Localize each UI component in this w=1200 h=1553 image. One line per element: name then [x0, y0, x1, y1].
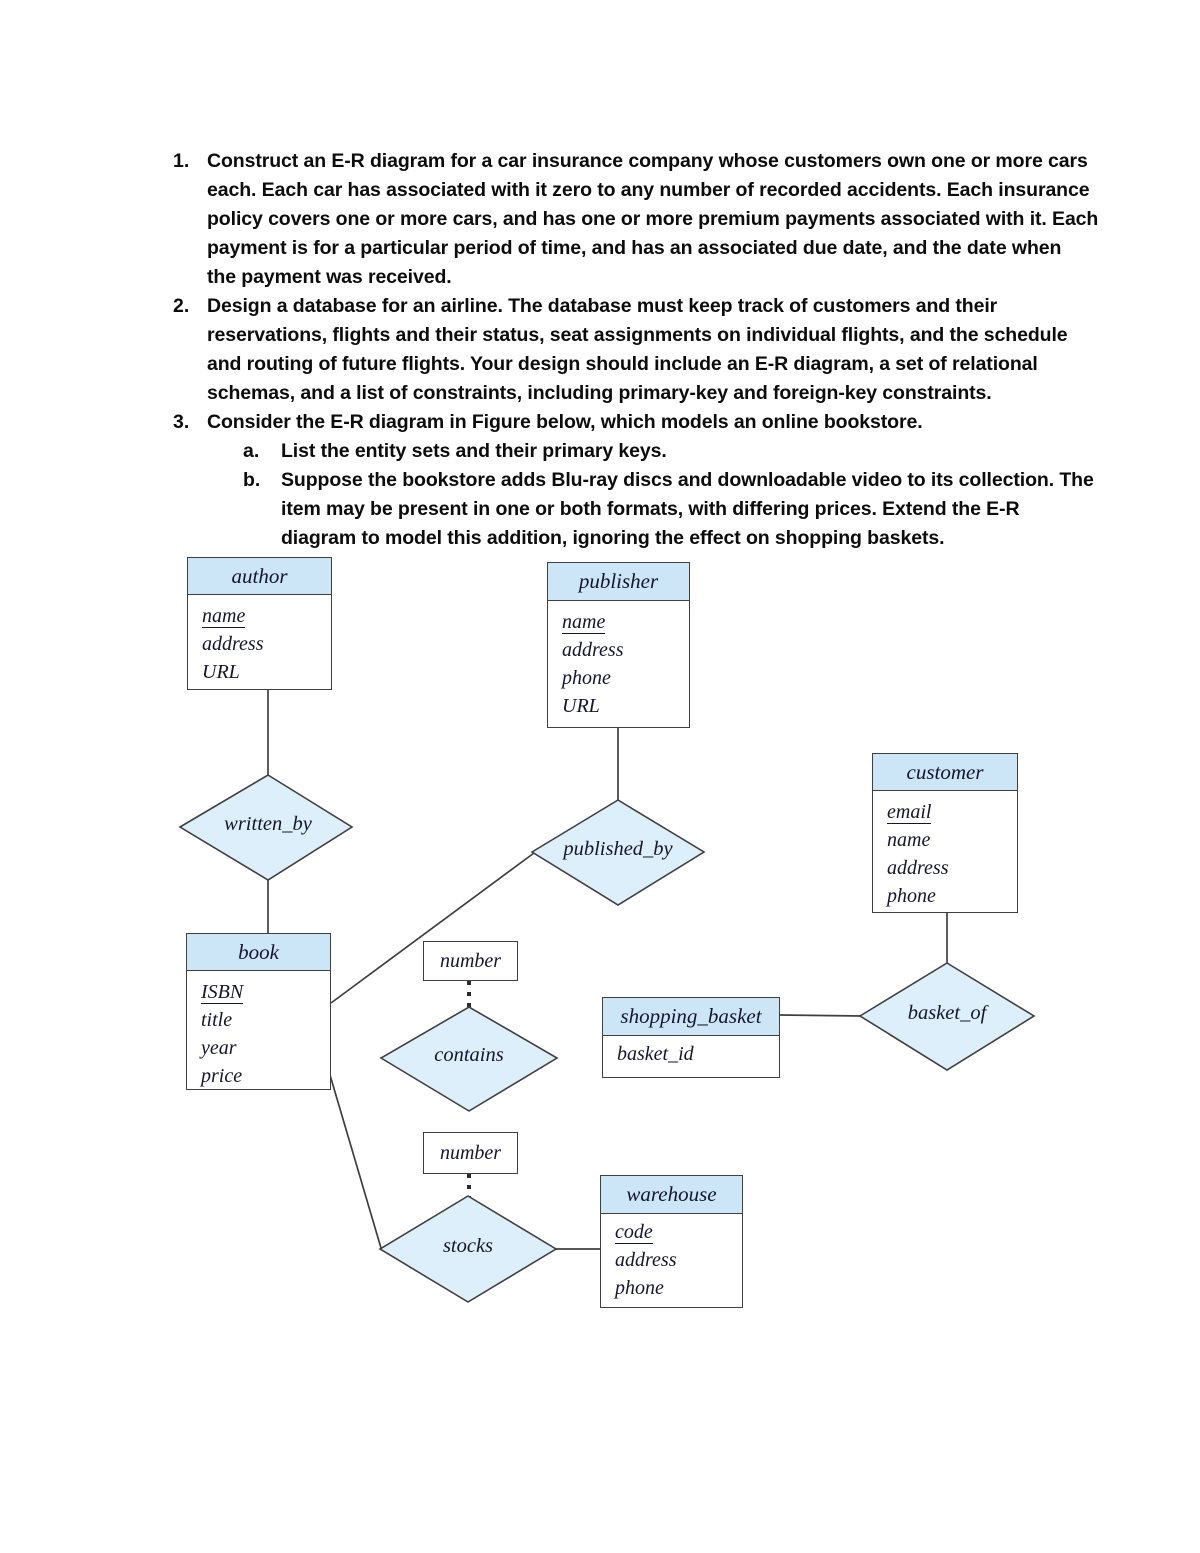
- question-3a-letter: a.: [243, 440, 260, 462]
- question-3-number: 3.: [173, 411, 190, 433]
- relationship-written_by-label: written_by: [224, 813, 312, 835]
- question-list: 1. Construct an E-R diagram for a car in…: [173, 147, 1103, 553]
- relationship-contains-label: contains: [434, 1044, 504, 1066]
- attribute-author-url: URL: [202, 661, 240, 683]
- line-book-stocks: [329, 1074, 382, 1249]
- attribute-warehouse-phone: phone: [615, 1277, 664, 1299]
- entity-author-attributes: name address URL: [188, 595, 331, 686]
- attribute-author-address: address: [202, 633, 264, 655]
- relationship-published_by-label: published_by: [563, 838, 673, 860]
- entity-author-title: author: [188, 558, 331, 595]
- attribute-warehouse-code: code: [615, 1221, 653, 1244]
- entity-author: author name address URL: [187, 557, 332, 690]
- question-2-text: Design a database for an airline. The da…: [207, 295, 1068, 404]
- entity-publisher-attributes: name address phone URL: [548, 601, 689, 720]
- relationship-basket_of-label: basket_of: [907, 1002, 987, 1024]
- attribute-book-price: price: [201, 1065, 243, 1087]
- attribute-book-isbn: ISBN: [201, 981, 244, 1004]
- attribute-customer-name: name: [887, 829, 931, 851]
- attribute-customer-phone: phone: [887, 885, 936, 907]
- entity-shopping-basket-attributes: basket_id: [603, 1036, 779, 1068]
- entity-customer-attributes: email name address phone: [873, 791, 1017, 910]
- question-3b: b. Suppose the bookstore adds Blu-ray di…: [243, 466, 1103, 553]
- entity-customer: customer email name address phone: [872, 753, 1018, 913]
- question-3b-letter: b.: [243, 469, 261, 491]
- entity-shopping-basket: shopping_basket basket_id: [602, 997, 780, 1078]
- question-3b-text: Suppose the bookstore adds Blu-ray discs…: [281, 469, 1094, 549]
- entity-book-title: book: [187, 934, 330, 971]
- question-3a-text: List the entity sets and their primary k…: [281, 440, 667, 462]
- question-2-number: 2.: [173, 295, 190, 317]
- question-3a: a. List the entity sets and their primar…: [243, 437, 1103, 466]
- entity-book-attributes: ISBN title year price: [187, 971, 330, 1090]
- entity-publisher: publisher name address phone URL: [547, 562, 690, 728]
- entity-shopping-basket-title: shopping_basket: [603, 998, 779, 1036]
- attribute-book-title: title: [201, 1009, 233, 1031]
- relationship-stocks-label: stocks: [442, 1235, 494, 1257]
- entity-warehouse: warehouse code address phone: [600, 1175, 743, 1308]
- attribute-author-name: name: [202, 605, 246, 628]
- attribute-box-number-contains: number: [423, 941, 518, 981]
- attribute-warehouse-address: address: [615, 1249, 677, 1271]
- attribute-publisher-url: URL: [562, 695, 600, 717]
- question-1-number: 1.: [173, 150, 190, 172]
- question-3-text: Consider the E-R diagram in Figure below…: [207, 411, 923, 433]
- question-3: 3. Consider the E-R diagram in Figure be…: [173, 408, 1103, 437]
- entity-book: book ISBN title year price: [186, 933, 331, 1090]
- entity-warehouse-attributes: code address phone: [601, 1214, 742, 1302]
- attribute-customer-email: email: [887, 801, 932, 824]
- attribute-box-number-stocks: number: [423, 1132, 518, 1174]
- attribute-basket-id: basket_id: [617, 1043, 694, 1065]
- attribute-publisher-name: name: [562, 611, 606, 634]
- entity-publisher-title: publisher: [548, 563, 689, 601]
- entity-customer-title: customer: [873, 754, 1017, 791]
- attribute-publisher-phone: phone: [562, 667, 611, 689]
- entity-warehouse-title: warehouse: [601, 1176, 742, 1214]
- question-1: 1. Construct an E-R diagram for a car in…: [173, 147, 1103, 292]
- question-1-text: Construct an E-R diagram for a car insur…: [207, 150, 1099, 288]
- attribute-customer-address: address: [887, 857, 949, 879]
- attribute-publisher-address: address: [562, 639, 624, 661]
- question-2: 2. Design a database for an airline. The…: [173, 292, 1103, 408]
- attribute-book-year: year: [201, 1037, 237, 1059]
- line-shopping_basket-basket_of: [779, 1014, 863, 1017]
